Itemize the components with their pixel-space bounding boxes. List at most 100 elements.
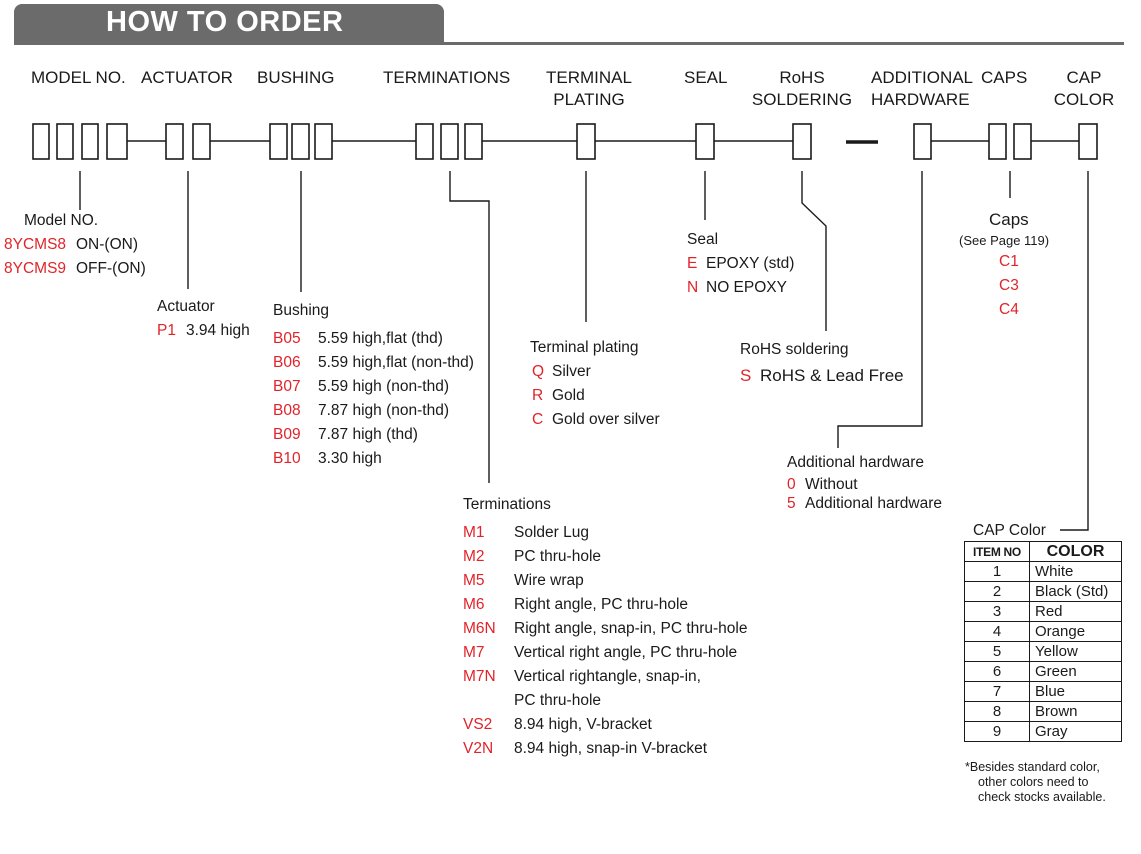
seal-code-2: N <box>687 279 699 296</box>
cap-color-box <box>1078 123 1098 160</box>
terminations-label: Terminations <box>463 496 551 513</box>
actuator-box-1 <box>165 123 184 160</box>
terminal-plating-code-3: C <box>532 411 544 428</box>
cap-color-col-item: ITEM NO <box>964 541 1030 562</box>
actuator-box-2 <box>192 123 211 160</box>
header-rohs-line1: RoHS <box>779 68 825 87</box>
bushing-desc-1: 5.59 high,flat (thd) <box>318 330 443 347</box>
title-bar <box>14 4 444 44</box>
seal-desc-1: EPOXY (std) <box>706 255 795 272</box>
terminations-code-1: M1 <box>463 524 485 541</box>
caps-code-3: C4 <box>999 301 1019 318</box>
rohs-box <box>792 123 812 160</box>
caps-code-1: C1 <box>999 253 1019 270</box>
additional-hardware-code-2: 5 <box>787 495 796 512</box>
model-label: Model NO. <box>24 212 99 229</box>
bushing-desc-6: 3.30 high <box>318 450 382 467</box>
terminal-plating-label: Terminal plating <box>530 339 639 356</box>
cap-color-col-color: COLOR <box>1029 541 1122 562</box>
terminations-desc-4: Right angle, PC thru-hole <box>514 596 689 613</box>
bushing-desc-3: 5.59 high (non-thd) <box>318 378 449 395</box>
terminations-box-2 <box>440 123 459 160</box>
cap-color-item-no: 7 <box>964 681 1030 702</box>
terminal-plating-desc-2: Gold <box>552 387 585 404</box>
bushing-desc-5: 7.87 high (thd) <box>318 426 418 443</box>
bushing-code-4: B08 <box>273 402 301 419</box>
leader-additional-hardware <box>837 171 923 448</box>
header-terminal-plating: TERMINAL PLATING <box>545 67 633 111</box>
actuator-label: Actuator <box>157 298 215 315</box>
rohs-code-1: S <box>740 366 752 385</box>
seal-box <box>695 123 715 160</box>
bushing-box-2 <box>291 123 310 160</box>
cap-color-name: Red <box>1029 601 1122 622</box>
terminations-code-4: M6 <box>463 596 485 613</box>
bushing-box-3 <box>314 123 333 160</box>
header-rohs-soldering: RoHS SOLDERING <box>751 67 853 111</box>
model-box-3 <box>81 123 99 160</box>
cap-color-item-no: 9 <box>964 721 1030 742</box>
bushing-label: Bushing <box>273 302 330 319</box>
header-additional-hardware-line2: HARDWARE <box>871 90 970 109</box>
header-terminations: TERMINATIONS <box>383 68 511 87</box>
cap-color-name: Orange <box>1029 621 1122 642</box>
terminations-desc-8: 8.94 high, V-bracket <box>514 716 652 733</box>
leader-rohs <box>801 171 827 331</box>
bushing-code-3: B07 <box>273 378 301 395</box>
header-cap-color-line1: CAP <box>1066 68 1102 87</box>
actuator-desc-1: 3.94 high <box>186 322 250 339</box>
terminal-plating-code-1: Q <box>532 363 545 380</box>
header-terminal-plating-line1: TERMINAL <box>546 68 632 87</box>
cap-color-name: Black (Std) <box>1029 581 1122 602</box>
page-title: HOW TO ORDER <box>106 6 344 38</box>
cap-color-item-no: 6 <box>964 661 1030 682</box>
cap-color-name: Gray <box>1029 721 1122 742</box>
rohs-desc-1: RoHS & Lead Free <box>760 366 904 385</box>
cap-color-note: *Besides standard color, other colors ne… <box>965 760 1106 805</box>
terminal-plating-code-2: R <box>532 387 544 404</box>
cap-color-name: Blue <box>1029 681 1122 702</box>
bushing-code-2: B06 <box>273 354 301 371</box>
caps-box-2 <box>1013 123 1032 160</box>
actuator-code-1: P1 <box>157 322 176 339</box>
additional-hardware-desc-2: Additional hardware <box>805 495 943 512</box>
terminal-plating-desc-3: Gold over silver <box>552 411 660 428</box>
cap-color-note-line3: check stocks available. <box>978 790 1106 804</box>
header-additional-hardware: ADDITIONAL HARDWARE <box>871 67 973 111</box>
leader-terminations <box>449 171 490 483</box>
terminations-code-6: M7 <box>463 644 485 661</box>
additional-hardware-desc-1: Without <box>805 476 858 493</box>
caps-code-2: C3 <box>999 277 1019 294</box>
bushing-box-1 <box>269 123 288 160</box>
header-rohs-line2: SOLDERING <box>751 90 853 109</box>
cap-color-item-no: 8 <box>964 701 1030 722</box>
model-desc-1: ON-(ON) <box>76 236 138 253</box>
terminations-code-5: M6N <box>463 620 496 637</box>
terminal-plating-box <box>576 123 596 160</box>
seal-code-1: E <box>687 255 698 272</box>
terminations-code-3: M5 <box>463 572 485 589</box>
model-code-2: 8YCMS9 <box>4 260 67 277</box>
seal-desc-2: NO EPOXY <box>706 279 787 296</box>
header-cap-color: CAP COLOR <box>1052 67 1116 111</box>
bushing-code-6: B10 <box>273 450 301 467</box>
caps-label: Caps <box>989 210 1029 229</box>
terminations-desc-7: Vertical rightangle, snap-in, <box>514 668 701 685</box>
additional-hardware-box <box>913 123 932 160</box>
terminations-code-9: V2N <box>463 740 494 757</box>
header-terminal-plating-line2: PLATING <box>553 90 625 109</box>
cap-color-header-row: ITEM NO COLOR <box>964 541 1122 562</box>
model-box-1 <box>32 123 50 160</box>
cap-color-name: Brown <box>1029 701 1122 722</box>
caps-note: (See Page 119) <box>959 233 1050 248</box>
cap-color-name: Green <box>1029 661 1122 682</box>
